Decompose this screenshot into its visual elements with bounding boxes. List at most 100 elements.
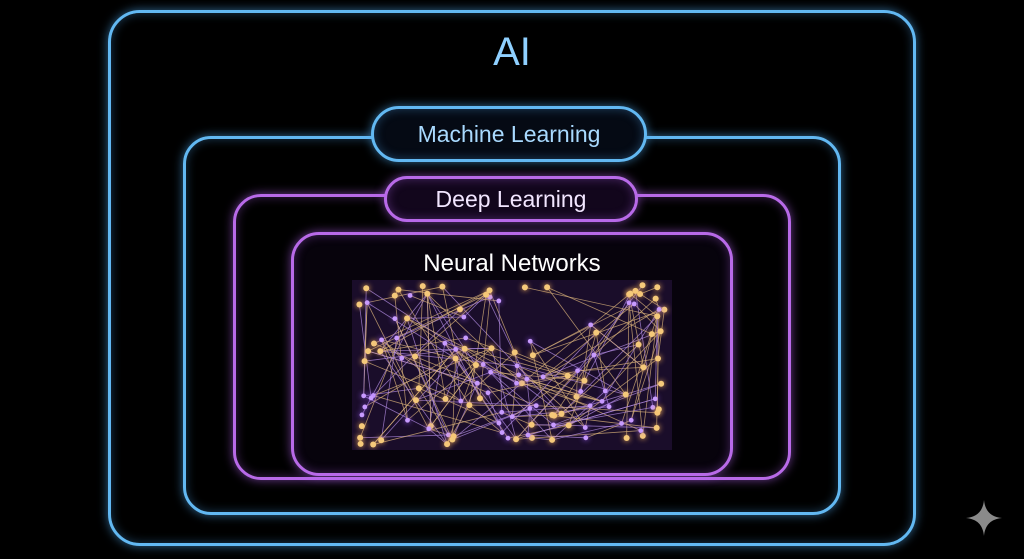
network-connection (407, 316, 464, 319)
network-connection (639, 286, 658, 295)
network-connection (426, 293, 481, 399)
network-connection (593, 302, 630, 356)
network-connection (630, 331, 661, 421)
network-node (466, 402, 473, 409)
network-connection (373, 347, 492, 396)
network-node (361, 393, 367, 399)
network-node (358, 423, 365, 430)
network-node (362, 404, 368, 410)
network-node (588, 322, 594, 328)
network-node (606, 404, 612, 410)
network-connection (593, 344, 639, 356)
network-connection (543, 358, 659, 378)
network-node (581, 377, 588, 384)
network-connection (452, 382, 523, 440)
network-node (496, 298, 502, 304)
network-node (444, 441, 451, 448)
network-node (480, 362, 486, 367)
network-connection (482, 364, 553, 441)
network-node (657, 328, 664, 335)
network-connection (381, 339, 408, 421)
network-node (461, 345, 468, 352)
network-node (505, 435, 511, 441)
network-node (637, 291, 644, 298)
network-connection (527, 434, 586, 439)
network-node (602, 388, 608, 394)
network-connection (633, 303, 661, 332)
network-connection (601, 309, 660, 402)
network-connection (536, 405, 658, 414)
network-node (442, 395, 449, 402)
network-node (632, 287, 639, 294)
network-node (654, 284, 661, 291)
network-connection (363, 288, 367, 396)
network-node (639, 432, 646, 439)
network-connection (379, 350, 448, 445)
network-connection (515, 370, 578, 440)
network-node (513, 436, 520, 443)
network-connection (428, 428, 448, 445)
network-node (483, 291, 490, 298)
network-connection (380, 289, 490, 352)
network-node (357, 434, 364, 441)
network-connection (463, 294, 487, 318)
sparkle-icon (966, 500, 1002, 536)
network-node (405, 417, 410, 423)
network-node (655, 406, 662, 413)
network-connection (514, 352, 585, 381)
network-connection (464, 348, 481, 399)
network-node (638, 428, 644, 434)
network-node (377, 348, 384, 355)
network-connection (485, 294, 528, 380)
network-connection (373, 411, 502, 445)
network-connection (529, 341, 586, 428)
ai-box (108, 10, 916, 546)
network-connection (455, 349, 533, 439)
network-node (529, 352, 536, 359)
ai-label: AI (493, 30, 531, 74)
network-node (549, 412, 556, 419)
network-connection (406, 318, 477, 366)
network-node (474, 380, 480, 386)
network-node (359, 412, 365, 418)
network-connection (366, 302, 417, 401)
network-connection (532, 303, 635, 356)
network-connection (498, 300, 503, 413)
network-node (453, 346, 459, 352)
network-node (622, 391, 629, 398)
network-node (356, 301, 363, 308)
network-connection (553, 406, 653, 426)
network-connection (561, 344, 639, 415)
network-node (419, 283, 426, 290)
network-node (361, 358, 368, 365)
network-node (582, 425, 588, 430)
network-node (446, 432, 451, 438)
network-node (631, 301, 637, 307)
network-node (463, 335, 469, 341)
network-connection (465, 337, 568, 377)
network-node (514, 363, 520, 369)
network-node (528, 434, 535, 441)
network-node (654, 313, 661, 320)
network-connection (568, 394, 626, 426)
network-node (488, 345, 495, 352)
network-node (415, 385, 422, 392)
network-node (472, 361, 479, 368)
network-node (627, 290, 634, 297)
network-node (593, 329, 600, 336)
network-node (619, 421, 624, 426)
network-node (371, 340, 378, 347)
network-connection (428, 364, 477, 430)
network-connection (487, 375, 568, 394)
network-node (499, 430, 505, 435)
network-connection (577, 284, 643, 371)
network-connection (426, 293, 446, 400)
network-node (525, 432, 531, 438)
network-connection (593, 354, 610, 407)
network-node (439, 283, 446, 290)
network-connection (546, 286, 652, 335)
network-connection (630, 333, 653, 421)
network-connection (367, 286, 443, 304)
network-node (639, 282, 646, 289)
network-node (458, 398, 464, 404)
